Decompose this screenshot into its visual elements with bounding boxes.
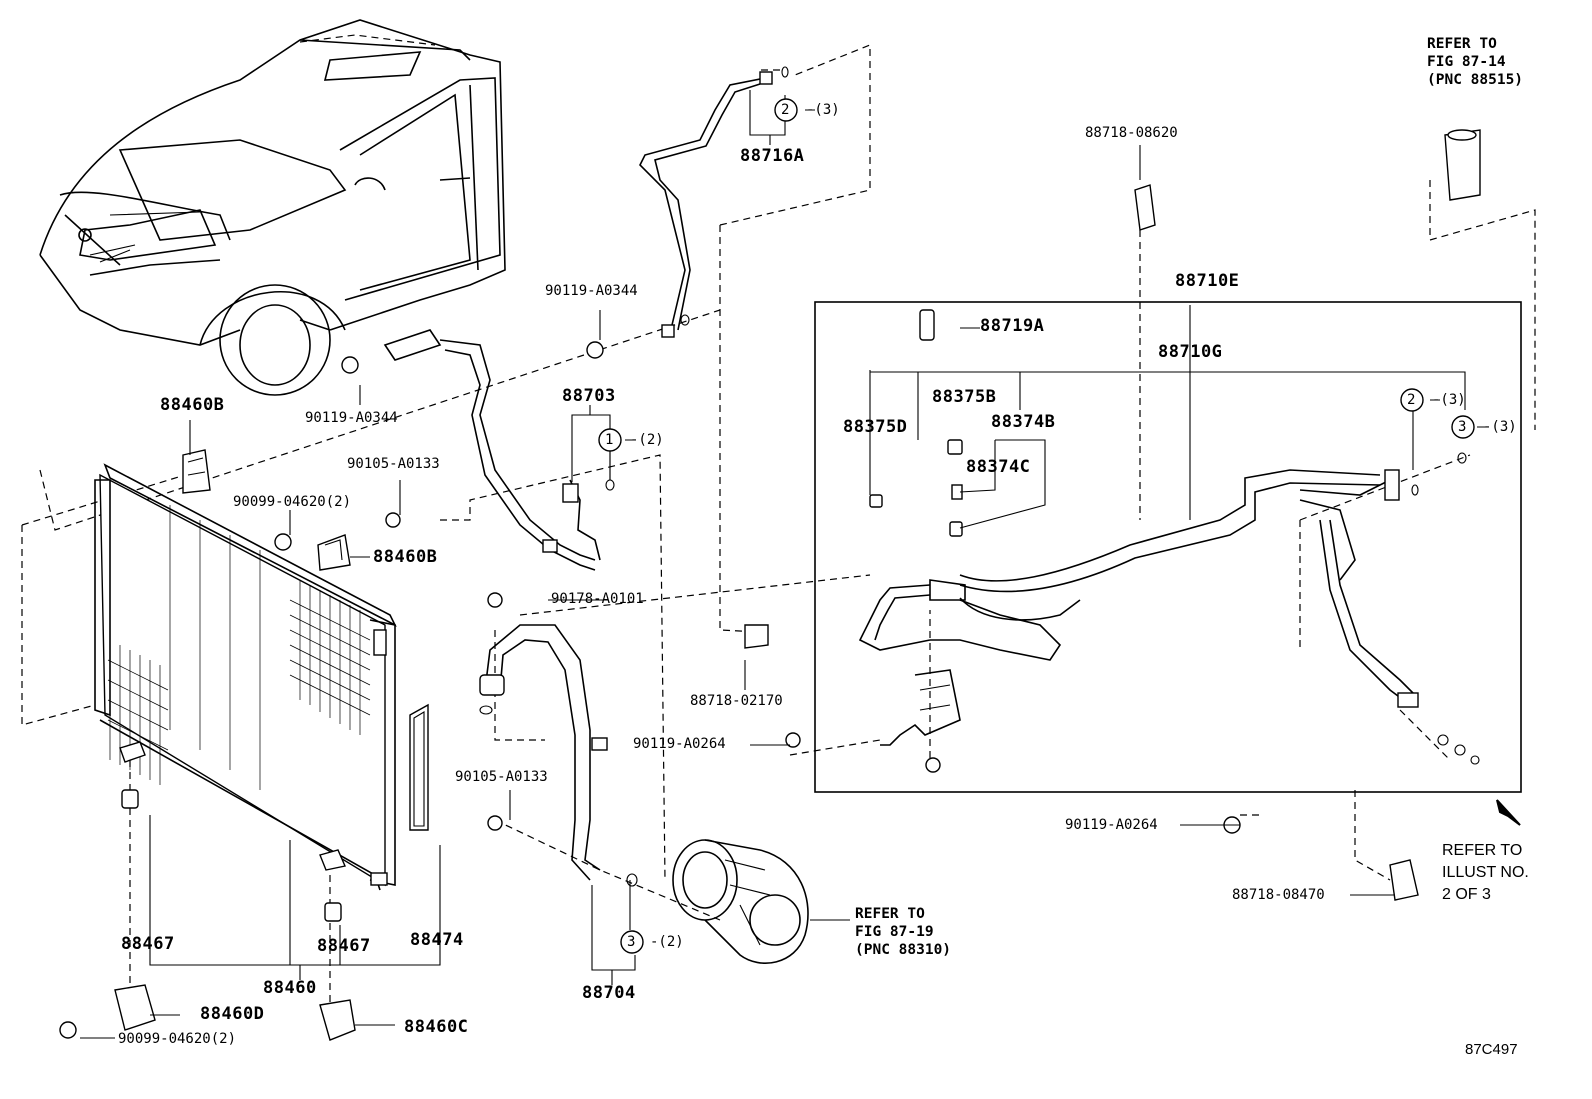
part-number[interactable]: 88467 bbox=[121, 934, 175, 954]
assembly-box-88710E bbox=[814, 301, 1522, 793]
callout-number: 1 bbox=[605, 432, 614, 448]
part-number[interactable]: 88374C bbox=[966, 457, 1031, 477]
diagram-code: 87C497 bbox=[1465, 1041, 1518, 1058]
reference-fig-87-19: REFER TO FIG 87-19 (PNC 88310) bbox=[855, 906, 952, 958]
part-number[interactable]: 88460B bbox=[373, 547, 438, 567]
part-number[interactable]: 90099-04620(2) bbox=[233, 494, 352, 510]
dashed-leaders bbox=[21, 44, 1536, 1010]
condenser-88460 bbox=[94, 463, 397, 891]
pipe-88716A bbox=[639, 71, 773, 338]
arrow-to-illust-2 bbox=[1496, 799, 1521, 826]
part-number[interactable]: 88710G bbox=[1158, 342, 1223, 362]
hose-88704 bbox=[479, 624, 608, 881]
part-number[interactable]: 88460D bbox=[200, 1004, 265, 1024]
part-number[interactable]: 88710E bbox=[1175, 271, 1240, 291]
callout-qty: -(3) bbox=[1432, 392, 1466, 408]
seal-88474 bbox=[409, 703, 429, 831]
callout-qty: -(2) bbox=[650, 934, 684, 950]
brackets bbox=[59, 341, 1241, 1041]
part-number[interactable]: 90119-A0344 bbox=[305, 410, 398, 426]
part-number[interactable]: 90119-A0264 bbox=[633, 736, 726, 752]
part-number[interactable]: 88467 bbox=[317, 936, 371, 956]
part-number[interactable]: 88375B bbox=[932, 387, 997, 407]
part-number[interactable]: 88718-08470 bbox=[1232, 887, 1325, 903]
part-number[interactable]: 88460C bbox=[404, 1017, 469, 1037]
callout-number: 3 bbox=[627, 934, 636, 950]
callout-circles bbox=[479, 66, 1480, 954]
part-number[interactable]: 88474 bbox=[410, 930, 464, 950]
part-number[interactable]: 88374B bbox=[991, 412, 1056, 432]
callout-number: 2 bbox=[1407, 392, 1416, 408]
part-number[interactable]: 88716A bbox=[740, 146, 805, 166]
part-number[interactable]: 88375D bbox=[843, 417, 908, 437]
part-number[interactable]: 90119-A0264 bbox=[1065, 817, 1158, 833]
reference-illust-2-of-3: REFER TO ILLUST NO. 2 OF 3 bbox=[1442, 842, 1529, 903]
callout-number: 2 bbox=[781, 102, 790, 118]
pipe-88703 bbox=[383, 329, 601, 571]
part-number[interactable]: 88704 bbox=[582, 983, 636, 1003]
part-number[interactable]: 88460B bbox=[160, 395, 225, 415]
part-number[interactable]: 88718-02170 bbox=[690, 693, 783, 709]
part-number[interactable]: 88703 bbox=[562, 386, 616, 406]
part-number[interactable]: 90178-A0101 bbox=[551, 591, 644, 607]
part-number[interactable]: 88460 bbox=[263, 978, 317, 998]
part-number[interactable]: 88719A bbox=[980, 316, 1045, 336]
part-number[interactable]: 88718-08620 bbox=[1085, 125, 1178, 141]
reference-fig-87-14: REFER TO FIG 87-14 (PNC 88515) bbox=[1427, 36, 1524, 88]
leader-lines bbox=[80, 90, 1487, 1039]
callout-qty: -(3) bbox=[806, 102, 840, 118]
callout-number: 3 bbox=[1458, 419, 1467, 435]
part-number[interactable]: 90099-04620(2) bbox=[118, 1031, 237, 1047]
part-number[interactable]: 90105-A0133 bbox=[347, 456, 440, 472]
pipe-88710G bbox=[744, 129, 1481, 901]
vehicle-outline bbox=[39, 19, 506, 396]
part-number[interactable]: 90105-A0133 bbox=[455, 769, 548, 785]
callout-qty: -(2) bbox=[630, 432, 664, 448]
compressor bbox=[672, 839, 809, 964]
callout-qty: -(3) bbox=[1483, 419, 1517, 435]
part-number[interactable]: 90119-A0344 bbox=[545, 283, 638, 299]
